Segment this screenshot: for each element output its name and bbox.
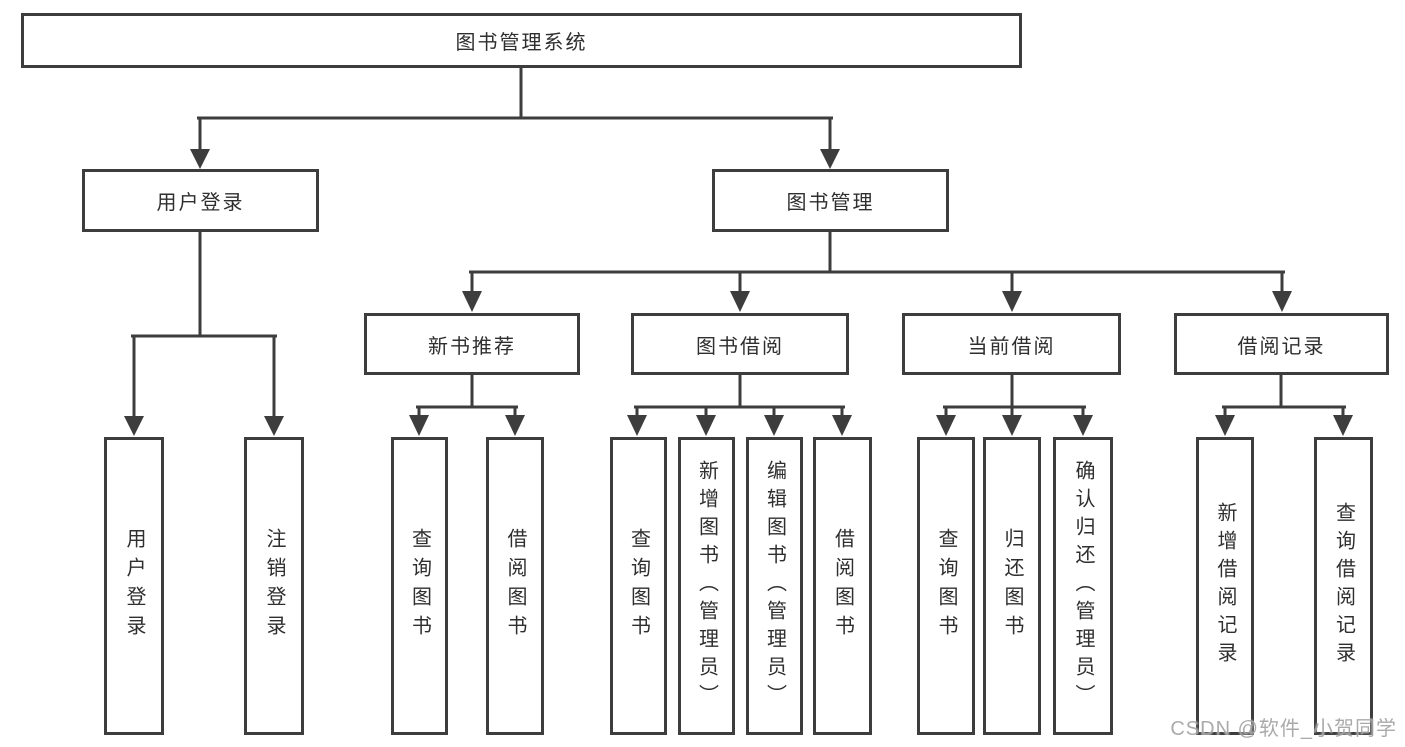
leaf-user-login-label: 用户登录 — [123, 528, 145, 644]
leaf-query-borrow-record-label: 查询借阅记录 — [1332, 502, 1355, 670]
leaf-query-book-borrowing: 查询图书 — [610, 437, 667, 735]
leaf-borrow-book-recommend-label: 借阅图书 — [504, 528, 526, 644]
node-new-book-recommend-label: 新书推荐 — [428, 335, 516, 358]
leaf-query-borrow-record: 查询借阅记录 — [1314, 437, 1373, 735]
leaf-query-book-current: 查询图书 — [917, 437, 975, 735]
node-new-book-recommend: 新书推荐 — [364, 313, 580, 375]
csdn-watermark: CSDN @软件_小贺同学 — [1170, 718, 1397, 740]
connector-root-branch — [197, 66, 833, 153]
node-borrowing-records-label: 借阅记录 — [1237, 335, 1326, 358]
leaf-confirm-return-admin: 确认归还（管理员） — [1053, 437, 1113, 735]
leaf-edit-book-admin: 编辑图书（管理员） — [746, 437, 803, 735]
leaf-query-book-recommend-label: 查询图书 — [408, 528, 431, 644]
leaf-return-book-label: 归还图书 — [1001, 528, 1023, 644]
leaf-query-book-current-label: 查询图书 — [935, 528, 957, 644]
node-book-borrowing-label: 图书借阅 — [696, 335, 784, 358]
node-user-login-branch-label: 用户登录 — [156, 192, 245, 214]
node-book-management: 图书管理 — [712, 169, 949, 232]
connector-current-borrowing-branch — [943, 371, 1086, 419]
leaf-borrow-book-recommend: 借阅图书 — [486, 437, 544, 735]
leaf-confirm-return-admin-label: 确认归还（管理员） — [1072, 460, 1094, 712]
node-borrowing-records: 借阅记录 — [1174, 313, 1389, 375]
connector-user-login-branch — [131, 228, 277, 420]
leaf-add-book-admin: 新增图书（管理员） — [678, 437, 735, 735]
node-library-system: 图书管理系统 — [21, 13, 1022, 68]
leaf-logout: 注销登录 — [244, 437, 304, 735]
leaf-borrow-book-label: 借阅图书 — [831, 528, 854, 644]
node-current-borrowing-label: 当前借阅 — [967, 335, 1056, 358]
leaf-user-login: 用户登录 — [104, 437, 164, 735]
connector-book-management-branch — [469, 228, 1285, 295]
connector-book-borrowing-branch — [634, 371, 845, 419]
connector-borrowing-records-branch — [1222, 371, 1346, 419]
node-book-borrowing: 图书借阅 — [631, 313, 849, 375]
leaf-edit-book-admin-label: 编辑图书（管理员） — [763, 460, 786, 712]
leaf-borrow-book: 借阅图书 — [813, 437, 872, 735]
leaf-add-borrow-record: 新增借阅记录 — [1196, 437, 1254, 735]
leaf-query-book-borrowing-label: 查询图书 — [627, 528, 650, 644]
leaf-add-book-admin-label: 新增图书（管理员） — [695, 460, 718, 712]
leaf-add-borrow-record-label: 新增借阅记录 — [1214, 502, 1236, 670]
node-current-borrowing: 当前借阅 — [902, 313, 1121, 375]
leaf-return-book: 归还图书 — [983, 437, 1041, 735]
node-book-management-label: 图书管理 — [786, 192, 875, 214]
leaf-query-book-recommend: 查询图书 — [391, 437, 448, 735]
leaf-logout-label: 注销登录 — [263, 528, 285, 644]
node-user-login-branch: 用户登录 — [82, 169, 319, 232]
node-library-system-label: 图书管理系统 — [455, 32, 588, 54]
connector-new-book-recommend-branch — [416, 371, 518, 419]
